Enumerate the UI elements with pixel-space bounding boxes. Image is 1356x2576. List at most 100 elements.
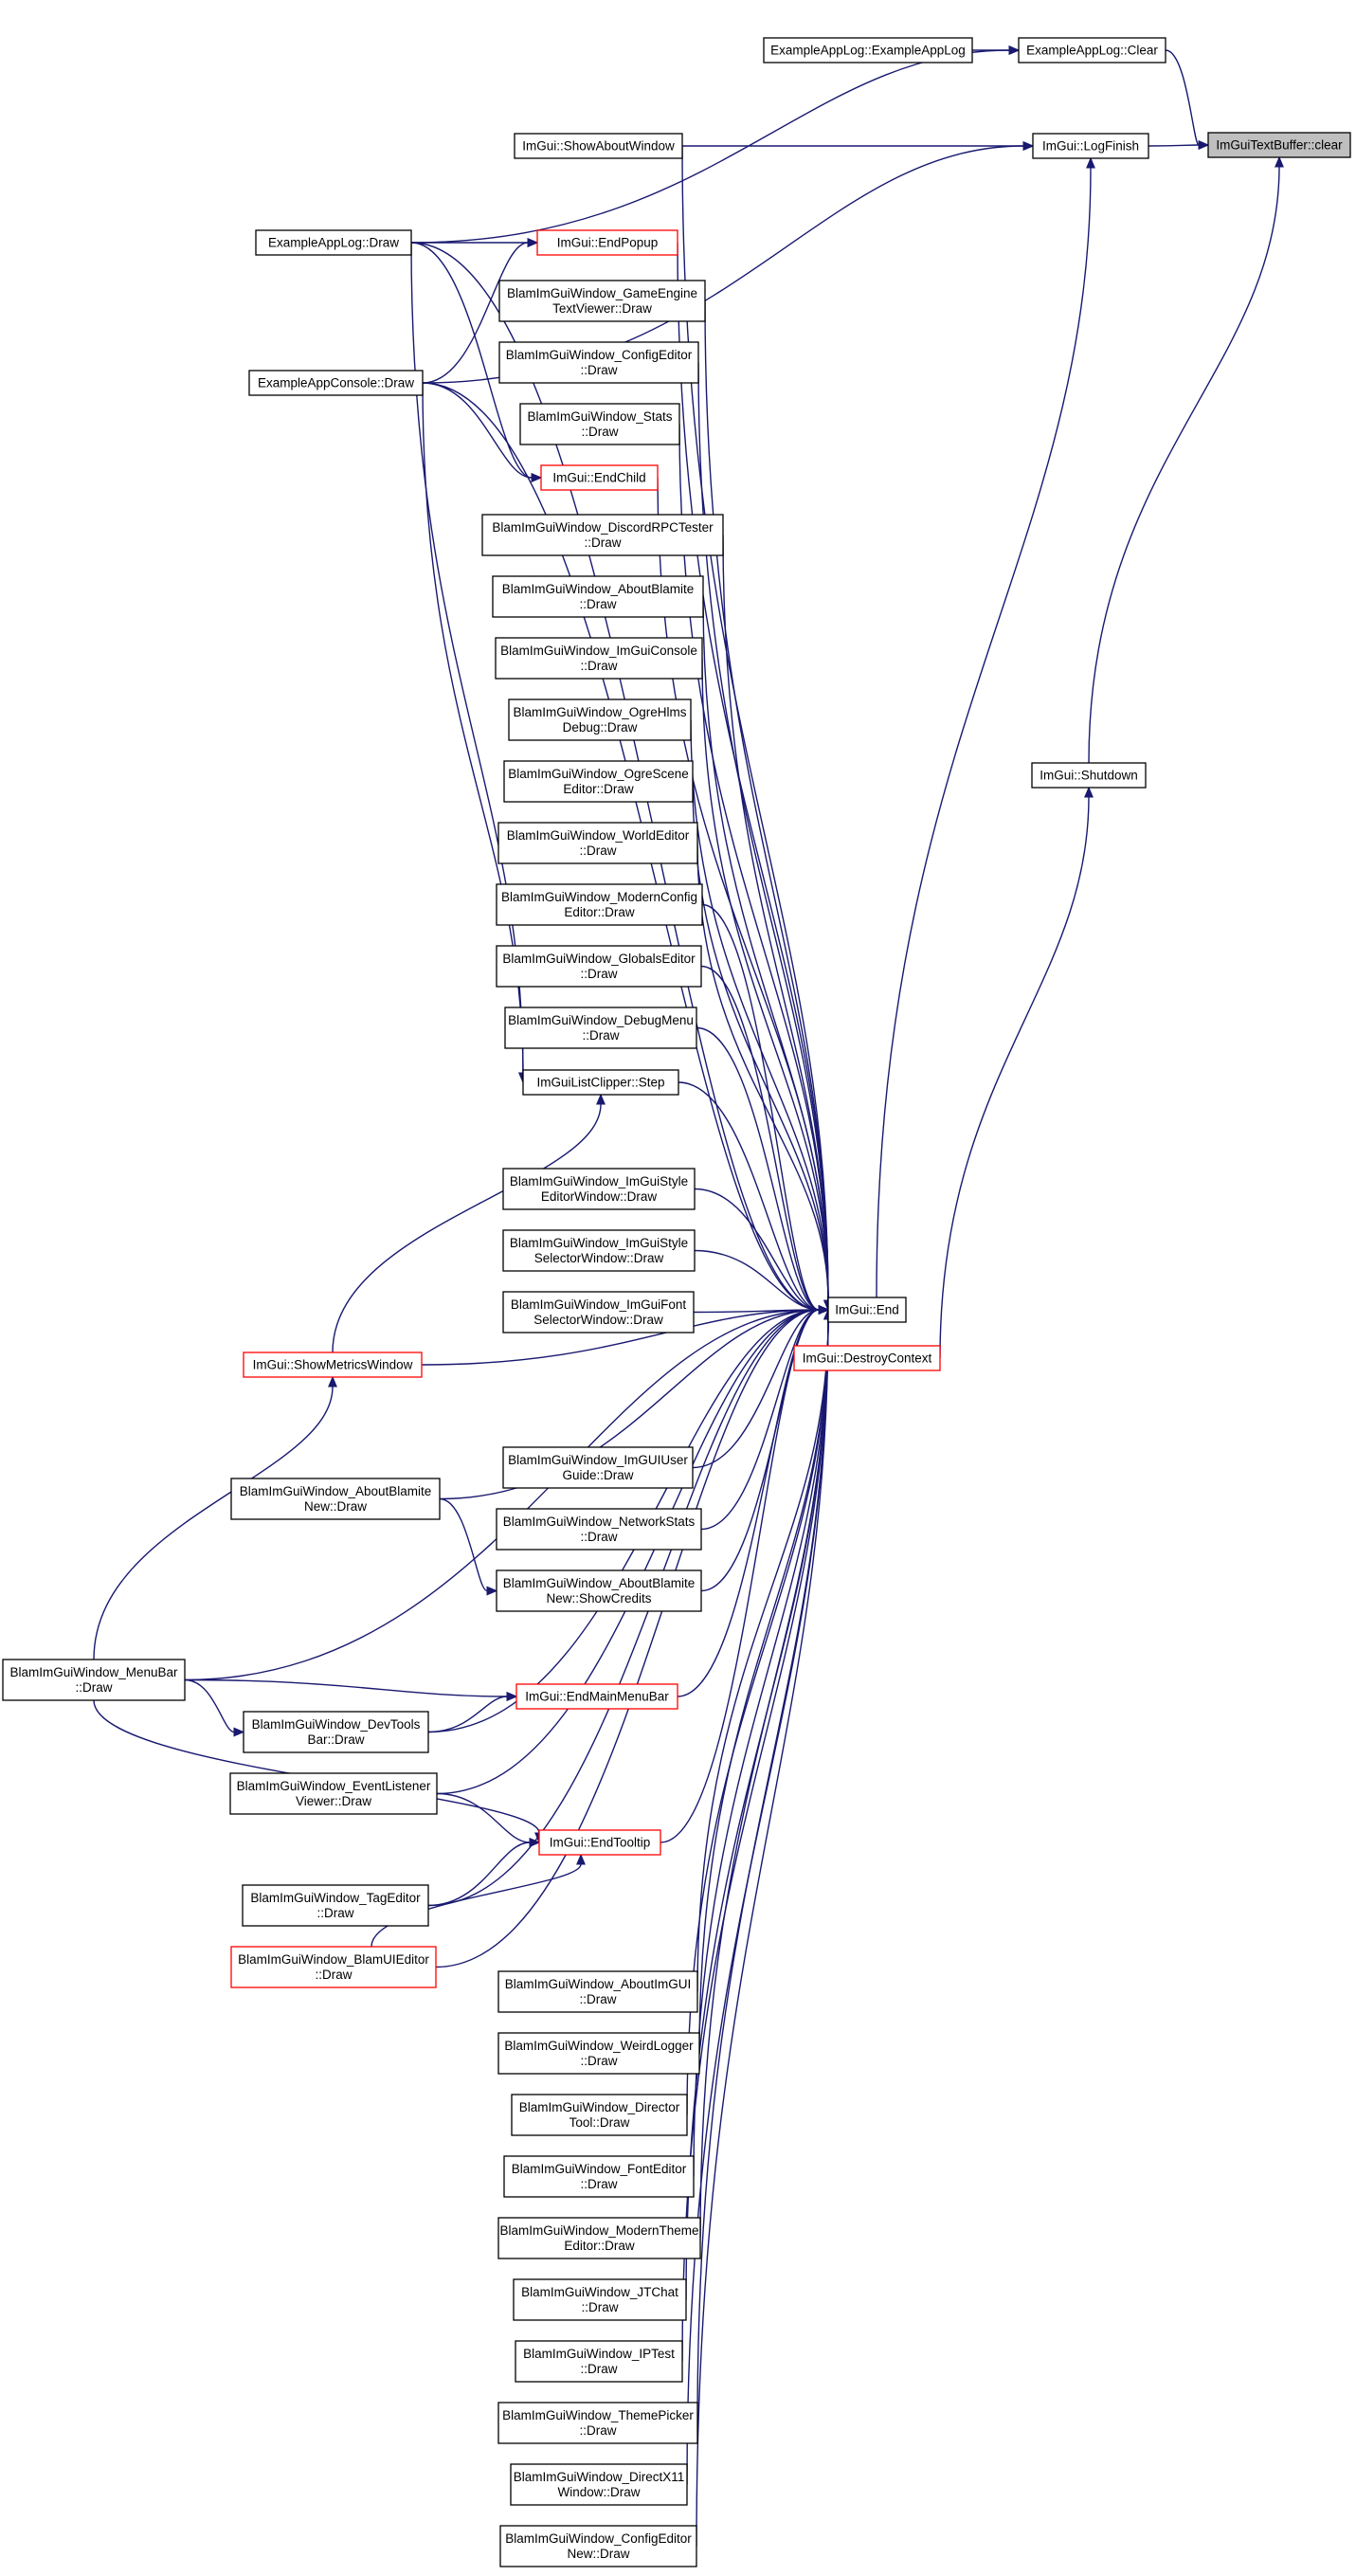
node-showabout[interactable]: ImGui::ShowAboutWindow <box>514 133 683 159</box>
node-box-globalseditor[interactable] <box>496 945 702 988</box>
node-box-endchild[interactable] <box>540 464 659 491</box>
node-box-aboutblamitenew[interactable] <box>230 1478 441 1520</box>
node-box-applog_draw[interactable] <box>255 229 412 256</box>
node-box-discord[interactable] <box>481 514 724 556</box>
node-themepicker[interactable]: BlamImGuiWindow_ThemePicker::Draw <box>497 2402 698 2444</box>
node-box-ogrehlms[interactable] <box>508 698 692 741</box>
node-debugmenu[interactable]: BlamImGuiWindow_DebugMenu::Draw <box>504 1007 697 1049</box>
node-clear[interactable]: ImGuiTextBuffer::clear <box>1207 132 1351 158</box>
node-styleeditor[interactable]: BlamImGuiWindow_ImGuiStyleEditorWindow::… <box>502 1168 696 1210</box>
node-box-shutdown[interactable] <box>1031 762 1147 789</box>
node-box-listclipper[interactable] <box>522 1069 679 1096</box>
node-box-end[interactable] <box>827 1297 907 1323</box>
node-box-clear[interactable] <box>1207 132 1351 158</box>
node-box-menubar[interactable] <box>2 1659 186 1701</box>
node-aboutimgui[interactable]: BlamImGuiWindow_AboutImGUI::Draw <box>497 1970 698 2013</box>
node-fontselector[interactable]: BlamImGuiWindow_ImGuiFontSelectorWindow:… <box>502 1291 695 1333</box>
node-box-blamuieditor[interactable] <box>230 1946 437 1988</box>
node-listclipper[interactable]: ImGuiListClipper::Step <box>522 1069 679 1096</box>
node-box-applog_clear[interactable] <box>1018 37 1166 63</box>
node-applog_clear[interactable]: ExampleAppLog::Clear <box>1018 37 1166 63</box>
node-endchild[interactable]: ImGui::EndChild <box>540 464 659 491</box>
node-box-devtools[interactable] <box>243 1711 429 1753</box>
node-box-userguide[interactable] <box>502 1446 694 1489</box>
node-worldeditor[interactable]: BlamImGuiWindow_WorldEditor::Draw <box>497 822 698 864</box>
node-box-networkstats[interactable] <box>496 1508 702 1551</box>
node-box-tageditor[interactable] <box>242 1884 429 1927</box>
node-box-iptest[interactable] <box>515 2340 683 2383</box>
node-blamuieditor[interactable]: BlamImGuiWindow_BlamUIEditor::Draw <box>230 1946 437 1988</box>
node-box-director[interactable] <box>511 2094 688 2136</box>
node-iptest[interactable]: BlamImGuiWindow_IPTest::Draw <box>515 2340 683 2383</box>
node-box-endmainmenubar[interactable] <box>515 1683 678 1710</box>
node-box-jtchat[interactable] <box>513 2278 687 2321</box>
node-box-appconsole[interactable] <box>248 370 424 396</box>
node-destroycontext[interactable]: ImGui::DestroyContext <box>793 1345 941 1371</box>
node-eventlistener[interactable]: BlamImGuiWindow_EventListenerViewer::Dra… <box>229 1772 438 1815</box>
node-box-ogrescene[interactable] <box>503 760 694 803</box>
node-box-worldeditor[interactable] <box>497 822 698 864</box>
node-shutdown[interactable]: ImGui::Shutdown <box>1031 762 1147 789</box>
node-imguiconsole[interactable]: BlamImGuiWindow_ImGuiConsole::Draw <box>495 637 703 680</box>
node-box-logfinish[interactable] <box>1032 133 1149 159</box>
node-box-themepicker[interactable] <box>497 2402 698 2444</box>
node-box-weirdlogger[interactable] <box>497 2032 700 2075</box>
node-box-fonteditor[interactable] <box>503 2155 695 2198</box>
node-appconsole[interactable]: ExampleAppConsole::Draw <box>248 370 424 396</box>
node-box-configeditornew[interactable] <box>499 2525 697 2567</box>
node-fonteditor[interactable]: BlamImGuiWindow_FontEditor::Draw <box>503 2155 695 2198</box>
node-box-showmetrics[interactable] <box>243 1351 423 1378</box>
node-weirdlogger[interactable]: BlamImGuiWindow_WeirdLogger::Draw <box>497 2032 700 2075</box>
node-box-aboutimgui[interactable] <box>497 1970 698 2013</box>
node-box-fontselector[interactable] <box>502 1291 695 1333</box>
node-box-aboutblamite[interactable] <box>492 575 704 618</box>
node-showcredits[interactable]: BlamImGuiWindow_AboutBlamiteNew::ShowCre… <box>496 1569 702 1612</box>
node-end[interactable]: ImGui::End <box>827 1297 907 1323</box>
node-box-showabout[interactable] <box>514 133 683 159</box>
node-networkstats[interactable]: BlamImGuiWindow_NetworkStats::Draw <box>496 1508 702 1551</box>
node-box-endtooltip[interactable] <box>538 1829 661 1856</box>
node-aboutblamite[interactable]: BlamImGuiWindow_AboutBlamite::Draw <box>492 575 704 618</box>
node-box-styleeditor[interactable] <box>502 1168 696 1210</box>
node-globalseditor[interactable]: BlamImGuiWindow_GlobalsEditor::Draw <box>496 945 702 988</box>
node-jtchat[interactable]: BlamImGuiWindow_JTChat::Draw <box>513 2278 687 2321</box>
node-box-gameengine[interactable] <box>498 280 706 322</box>
node-gameengine[interactable]: BlamImGuiWindow_GameEngineTextViewer::Dr… <box>498 280 706 322</box>
node-logfinish[interactable]: ImGui::LogFinish <box>1032 133 1149 159</box>
node-menubar[interactable]: BlamImGuiWindow_MenuBar::Draw <box>2 1659 186 1701</box>
node-box-applog_ctor[interactable] <box>763 37 973 63</box>
node-box-debugmenu[interactable] <box>504 1007 697 1049</box>
node-box-showcredits[interactable] <box>496 1569 702 1612</box>
node-box-imguiconsole[interactable] <box>495 637 703 680</box>
node-styleselector[interactable]: BlamImGuiWindow_ImGuiStyleSelectorWindow… <box>502 1229 696 1272</box>
node-box-destroycontext[interactable] <box>793 1345 941 1371</box>
node-box-modernconfig[interactable] <box>496 883 703 926</box>
node-box-moderntheme[interactable] <box>497 2217 701 2259</box>
node-discord[interactable]: BlamImGuiWindow_DiscordRPCTester::Draw <box>481 514 724 556</box>
node-box-stats[interactable] <box>519 403 680 445</box>
node-tageditor[interactable]: BlamImGuiWindow_TagEditor::Draw <box>242 1884 429 1927</box>
node-endtooltip[interactable]: ImGui::EndTooltip <box>538 1829 661 1856</box>
node-applog_draw[interactable]: ExampleAppLog::Draw <box>255 229 412 256</box>
node-endmainmenubar[interactable]: ImGui::EndMainMenuBar <box>515 1683 678 1710</box>
node-box-endpopup[interactable] <box>536 229 678 256</box>
node-endpopup[interactable]: ImGui::EndPopup <box>536 229 678 256</box>
node-box-directx11[interactable] <box>510 2463 688 2506</box>
node-stats[interactable]: BlamImGuiWindow_Stats::Draw <box>519 403 680 445</box>
node-box-styleselector[interactable] <box>502 1229 696 1272</box>
node-box-configeditor[interactable] <box>498 341 699 384</box>
node-configeditor[interactable]: BlamImGuiWindow_ConfigEditor::Draw <box>498 341 699 384</box>
node-applog_ctor[interactable]: ExampleAppLog::ExampleAppLog <box>763 37 973 63</box>
node-showmetrics[interactable]: ImGui::ShowMetricsWindow <box>243 1351 423 1378</box>
node-box-eventlistener[interactable] <box>229 1772 438 1815</box>
